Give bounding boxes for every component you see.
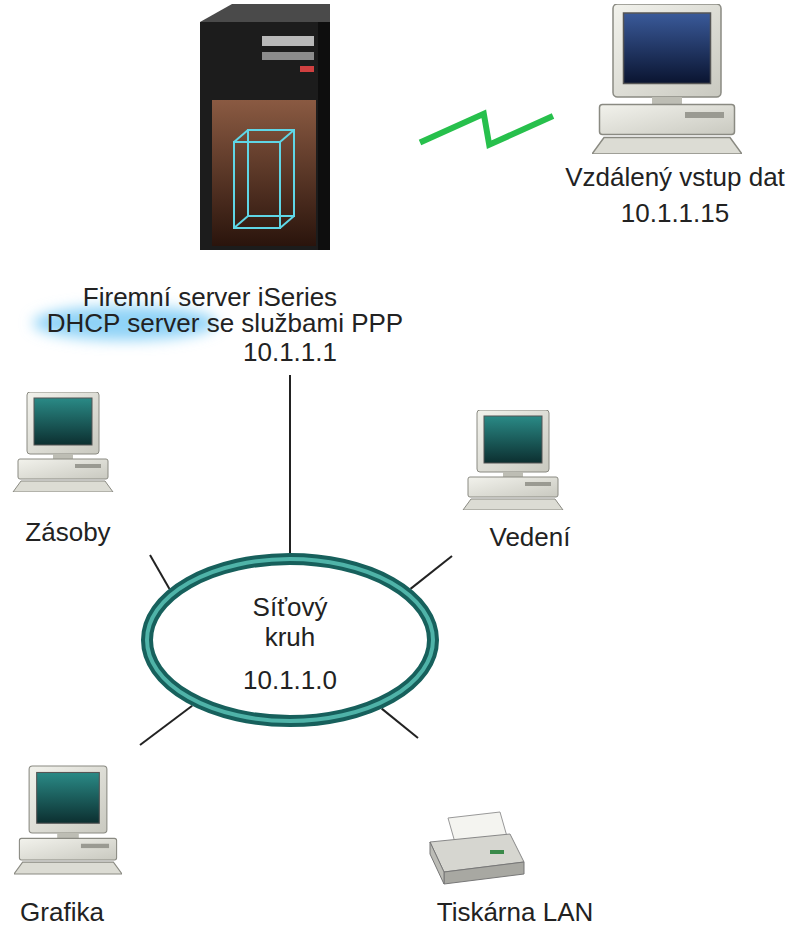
printer-illustration — [430, 812, 524, 884]
remote-pc-node: Vzdálený vstup dat 10.1.1.15 — [553, 0, 793, 232]
node-label: 10.1.1.1 — [243, 337, 337, 367]
network-link — [382, 709, 418, 738]
pc-node: Grafika — [5, 745, 140, 933]
node-label: Tiskárna LAN — [437, 897, 594, 927]
node-label: Firemní server iSeries — [83, 282, 337, 312]
dialup-link — [420, 114, 553, 145]
node-label: 10.1.1.0 — [243, 665, 337, 695]
node-label: Vzdálený vstup dat — [565, 162, 785, 192]
pc-icon — [14, 766, 122, 874]
server-node: Firemní server iSeriesDHCP server se slu… — [43, 0, 420, 375]
remote-pc — [592, 4, 742, 154]
node-label: Zásoby — [25, 517, 110, 547]
pc-icon — [463, 410, 563, 510]
pc-node: Vedení — [452, 400, 587, 556]
network-link — [411, 556, 453, 589]
ring-highlight — [147, 559, 433, 721]
network-ring: Síťový kruh 10.1.1.0 — [140, 552, 440, 728]
ring-outline — [147, 559, 433, 721]
pc-icon — [13, 392, 113, 492]
server-illustration — [200, 4, 330, 250]
network-link — [140, 706, 192, 745]
pc-node: Zásoby — [5, 385, 150, 555]
node-label: Síťový kruh — [225, 592, 355, 652]
network-link — [150, 555, 170, 589]
node-label: DHCP server se službami PPP — [47, 308, 403, 338]
network-link — [289, 375, 291, 553]
node-label: Grafika — [20, 897, 104, 927]
node-label: Vedení — [490, 522, 571, 552]
printer-node: Tiskárna LAN — [418, 738, 598, 933]
node-label: 10.1.1.15 — [621, 198, 729, 228]
